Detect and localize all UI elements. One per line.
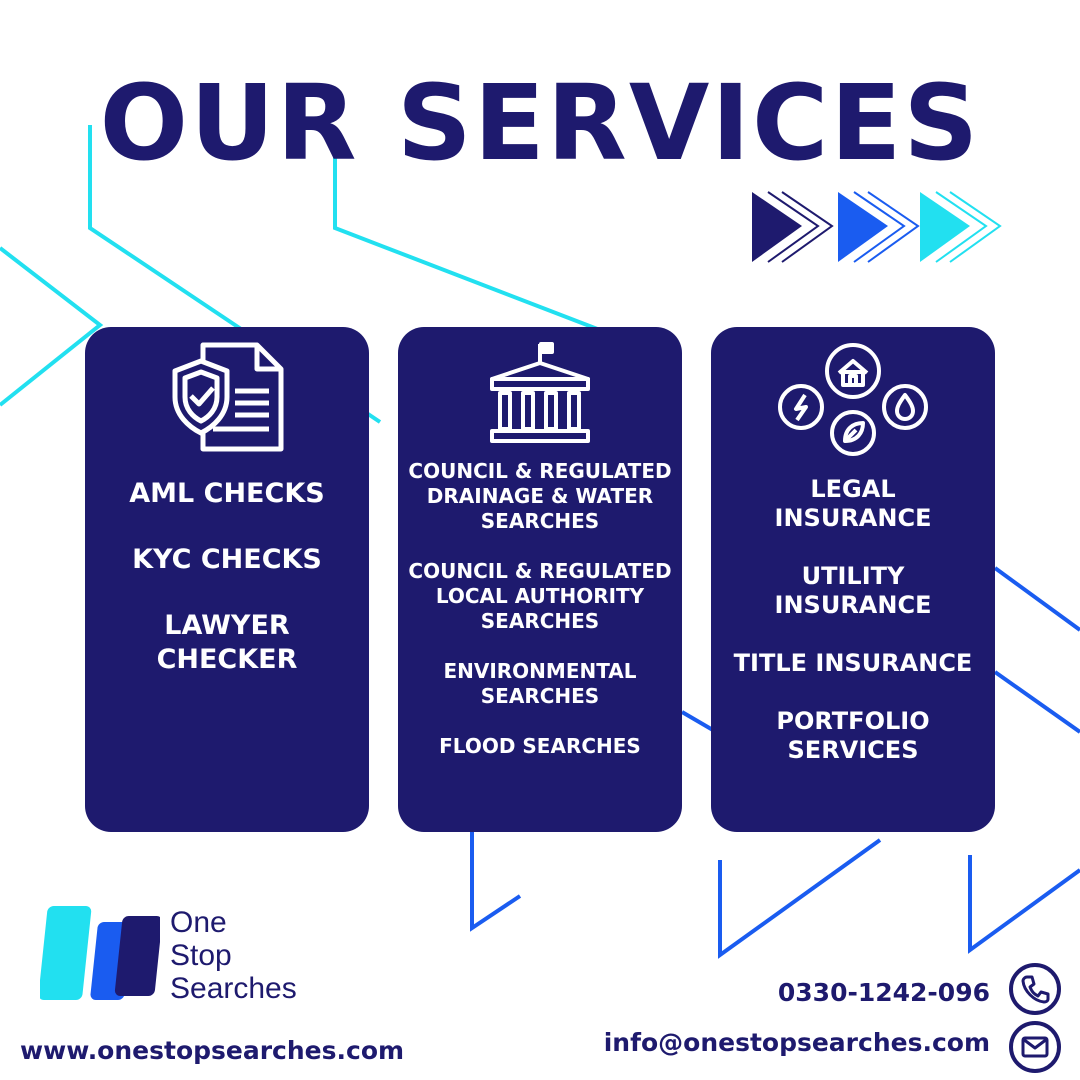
phone-number[interactable]: 0330-1242-096 (777, 978, 990, 1007)
service-item-legal-insurance: LEGAL INSURANCE (774, 475, 932, 532)
shield-document-icon (172, 342, 284, 452)
brand-name: One Stop Searches (170, 906, 297, 1005)
play-arrows-icon (752, 191, 1002, 263)
service-item-kyc: KYC CHECKS (132, 544, 322, 575)
service-list: AML CHECKS KYC CHECKS LAWYER CHECKER (85, 477, 369, 709)
page-title: OUR SERVICES (99, 62, 981, 184)
service-item-utility-insurance: UTILITY INSURANCE (774, 562, 932, 619)
service-item-environmental: ENVIRONMENTAL SEARCHES (443, 659, 637, 708)
service-card-insurance: LEGAL INSURANCE UTILITY INSURANCE TITLE … (711, 327, 995, 832)
service-item-title-insurance: TITLE INSURANCE (733, 649, 973, 677)
service-item-drainage: COUNCIL & REGULATED DRAINAGE & WATER SEA… (408, 459, 672, 533)
brand-name-line: Searches (170, 972, 297, 1005)
mail-icon[interactable] (1008, 1020, 1062, 1074)
service-card-searches: COUNCIL & REGULATED DRAINAGE & WATER SEA… (398, 327, 682, 832)
service-item-portfolio: PORTFOLIO SERVICES (776, 707, 930, 764)
service-item-flood: FLOOD SEARCHES (439, 734, 641, 758)
service-item-aml: AML CHECKS (129, 478, 325, 509)
service-item-lawyer: LAWYER CHECKER (156, 610, 298, 675)
brand-name-line: One (170, 906, 227, 939)
phone-icon[interactable] (1008, 962, 1062, 1016)
service-list: LEGAL INSURANCE UTILITY INSURANCE TITLE … (711, 475, 995, 794)
brand-name-line: Stop (170, 939, 232, 972)
service-list: COUNCIL & REGULATED DRAINAGE & WATER SEA… (398, 459, 682, 784)
service-card-compliance: AML CHECKS KYC CHECKS LAWYER CHECKER (85, 327, 369, 832)
service-item-local-authority: COUNCIL & REGULATED LOCAL AUTHORITY SEAR… (408, 559, 672, 633)
brand-logo-icon (40, 906, 160, 1000)
utilities-icon (778, 343, 928, 456)
email-address[interactable]: info@onestopsearches.com (603, 1028, 990, 1057)
website-link[interactable]: www.onestopsearches.com (20, 1036, 405, 1065)
courthouse-icon (490, 342, 590, 443)
